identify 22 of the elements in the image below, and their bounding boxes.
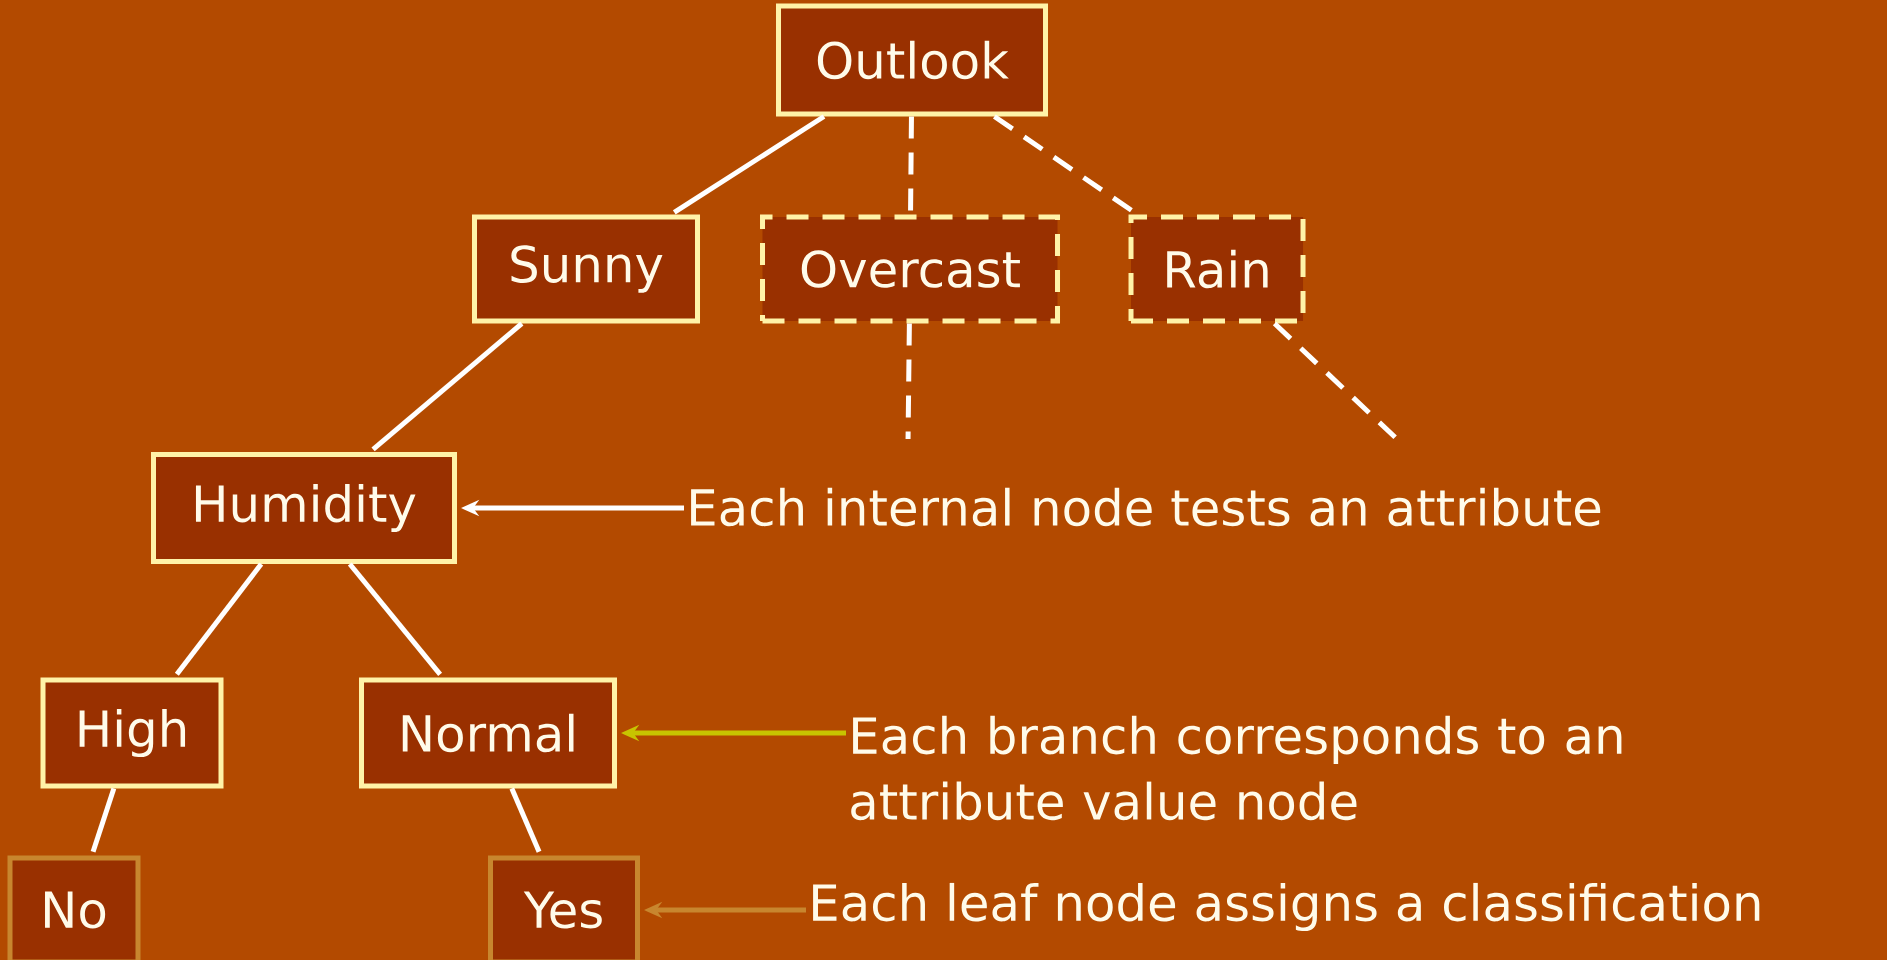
annotation-text: Each branch corresponds to an attribute value node	[851, 715, 1622, 821]
tree-node-box: Outlook	[776, 3, 1048, 117]
tree-branch-line	[90, 787, 117, 853]
tree-branch-line	[509, 787, 542, 853]
tree-node-box: Yes	[488, 855, 640, 960]
tree-node-box: Rain	[1128, 214, 1306, 324]
tree-branch-line	[992, 114, 1136, 215]
tree-node-box: Humidity	[151, 452, 457, 564]
tree-branch-line	[347, 562, 443, 676]
tree-branch-line	[672, 114, 826, 215]
tree-branch-line	[1272, 321, 1397, 440]
tree-node-box: Overcast	[760, 214, 1060, 324]
tree-branch-line	[908, 116, 914, 211]
annotation-text: Each internal node tests an attribute	[691, 487, 1601, 527]
tree-node-box: Sunny	[472, 214, 700, 324]
tree-node-box: Normal	[359, 677, 617, 789]
tree-node-box: High	[40, 677, 224, 789]
tree-node-box: No	[7, 855, 141, 960]
tree-branch-line	[905, 323, 912, 440]
tree-branch-line	[371, 321, 524, 452]
annotation-text: Each leaf node assigns a classification	[813, 882, 1760, 932]
tree-branch-line	[174, 562, 264, 676]
